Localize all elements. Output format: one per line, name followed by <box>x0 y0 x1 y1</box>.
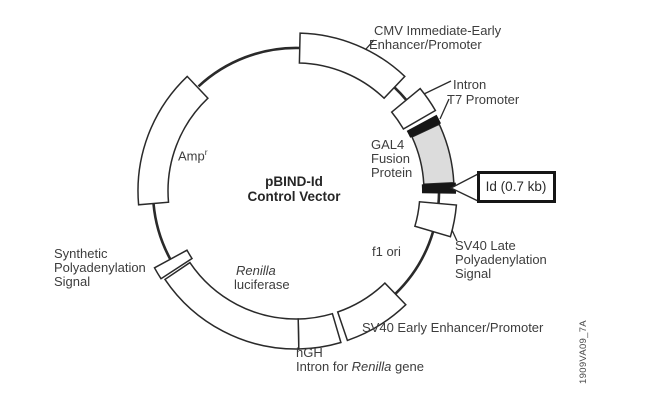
plasmid-arc-polya-amp <box>152 203 172 260</box>
vector-title-line1: pBIND-Id <box>265 174 323 189</box>
sv40-early-promoter-label: SV40 Early Enhancer/Promoter <box>362 320 544 335</box>
amp-segment <box>137 75 209 206</box>
renilla-luciferase-segment <box>163 261 300 350</box>
plasmid-arc-cmv-intron <box>393 86 408 101</box>
figure-code: 1909VA09_7A <box>578 320 589 384</box>
id-callout-funnel <box>449 172 479 203</box>
gal4-label-line1: GAL4 <box>371 137 405 152</box>
renilla-label-line2: luciferase <box>234 277 290 292</box>
syn-polya-label-line2: Polyadenylation <box>54 260 146 275</box>
amp-label-sup: r <box>204 147 208 157</box>
t7-leader-line <box>439 98 450 120</box>
sv40-late-leader-line <box>451 229 458 242</box>
amp-resistance-label: Ampr <box>178 145 208 163</box>
cmv-promoter-label: CMV Immediate-Early Enhancer/Promoter <box>369 23 502 52</box>
gal4-label-line2: Fusion <box>371 151 411 166</box>
syn-polya-label-line3: Signal <box>54 274 91 289</box>
hgh-label-line1: hGH <box>296 345 323 360</box>
hgh-label-line2: Intron for Renilla gene <box>296 360 424 374</box>
sv40-late-label-line3: Signal <box>455 266 492 281</box>
t7-promoter-label: T7 Promoter <box>447 92 520 107</box>
gal4-fusion-label: GAL4 Fusion Protein <box>371 138 412 180</box>
renilla-luciferase-label: Renilla luciferase <box>234 263 290 292</box>
hgh-line2-suffix: gene <box>391 359 424 374</box>
plasmid-arc-id-sv40late <box>437 193 441 204</box>
intron-leader-line <box>423 80 452 95</box>
hgh-line2-prefix: Intron for <box>296 359 352 374</box>
t7-promoter-tick <box>406 114 441 138</box>
synthetic-polya-segment <box>153 249 194 280</box>
gal4-label-line3: Protein <box>371 165 413 180</box>
renilla-label-line1: Renilla <box>236 263 276 278</box>
id-insert-tick <box>421 182 457 194</box>
syn-polya-label-line1: Synthetic <box>54 246 108 261</box>
plasmid-arc-f1-ori <box>394 231 435 295</box>
sv40-early-segment <box>336 282 407 342</box>
vector-title: pBIND-Id Control Vector <box>247 174 341 204</box>
hgh-line2-renilla: Renilla <box>351 359 392 374</box>
amp-label-base: Amp <box>178 148 205 164</box>
intron-segment <box>390 87 437 131</box>
cmv-leader-line <box>365 39 375 50</box>
plasmid-arc-top <box>197 46 300 88</box>
hgh-intron-segment <box>297 312 342 350</box>
synthetic-polya-label: Synthetic Polyadenylation Signal <box>54 247 146 289</box>
cmv-segment <box>298 32 406 100</box>
intron-label: Intron <box>453 77 487 92</box>
vector-title-line2: Control Vector <box>247 188 341 204</box>
cmv-label-line2: Enhancer/Promoter <box>369 37 482 52</box>
f1-ori-label: f1 ori <box>372 244 401 259</box>
cmv-label-line1: CMV Immediate-Early <box>374 23 502 38</box>
id-insert-callout-label: Id (0.7 kb) <box>485 178 547 194</box>
sv40-late-polya-label: SV40 Late Polyadenylation Signal <box>455 239 547 281</box>
sv40-late-label-line2: Polyadenylation <box>455 252 547 267</box>
id-callout-box <box>477 171 556 203</box>
hgh-intron-label: hGH Intron for Renilla gene <box>296 346 424 374</box>
sv40-late-segment <box>413 200 458 238</box>
sv40-late-label-line1: SV40 Late <box>455 238 516 253</box>
